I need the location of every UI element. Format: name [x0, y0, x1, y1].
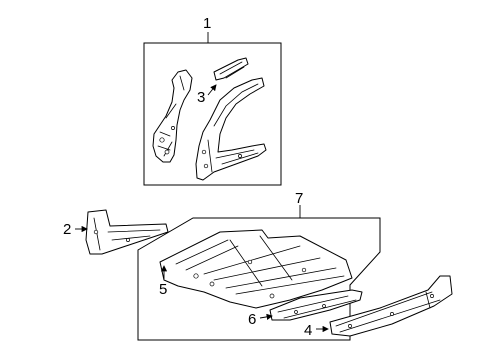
callout-3: 3	[197, 89, 205, 106]
callout-4-group: 4	[304, 322, 329, 339]
group-1-box: 1	[143, 15, 282, 186]
callout-2-group: 2	[63, 221, 88, 238]
outer-pillar-part	[195, 77, 267, 181]
outer-rocker-part	[329, 275, 453, 337]
callout-1: 1	[203, 15, 211, 32]
callout-6: 6	[248, 311, 256, 328]
group-7-box: 7	[137, 190, 381, 341]
callout-5-group: 5	[159, 265, 167, 298]
upper-bracket-part	[213, 57, 249, 81]
front-rail-part	[85, 209, 169, 255]
floor-pan-part	[159, 229, 353, 309]
callout-6-group: 6	[248, 311, 273, 328]
callout-5: 5	[159, 281, 167, 298]
inner-sill-part	[269, 289, 363, 321]
callout-2: 2	[63, 221, 71, 238]
callout-7: 7	[295, 190, 303, 207]
callout-4: 4	[304, 322, 312, 339]
inner-pillar-part	[152, 69, 193, 163]
callout-3-group: 3	[197, 84, 217, 106]
